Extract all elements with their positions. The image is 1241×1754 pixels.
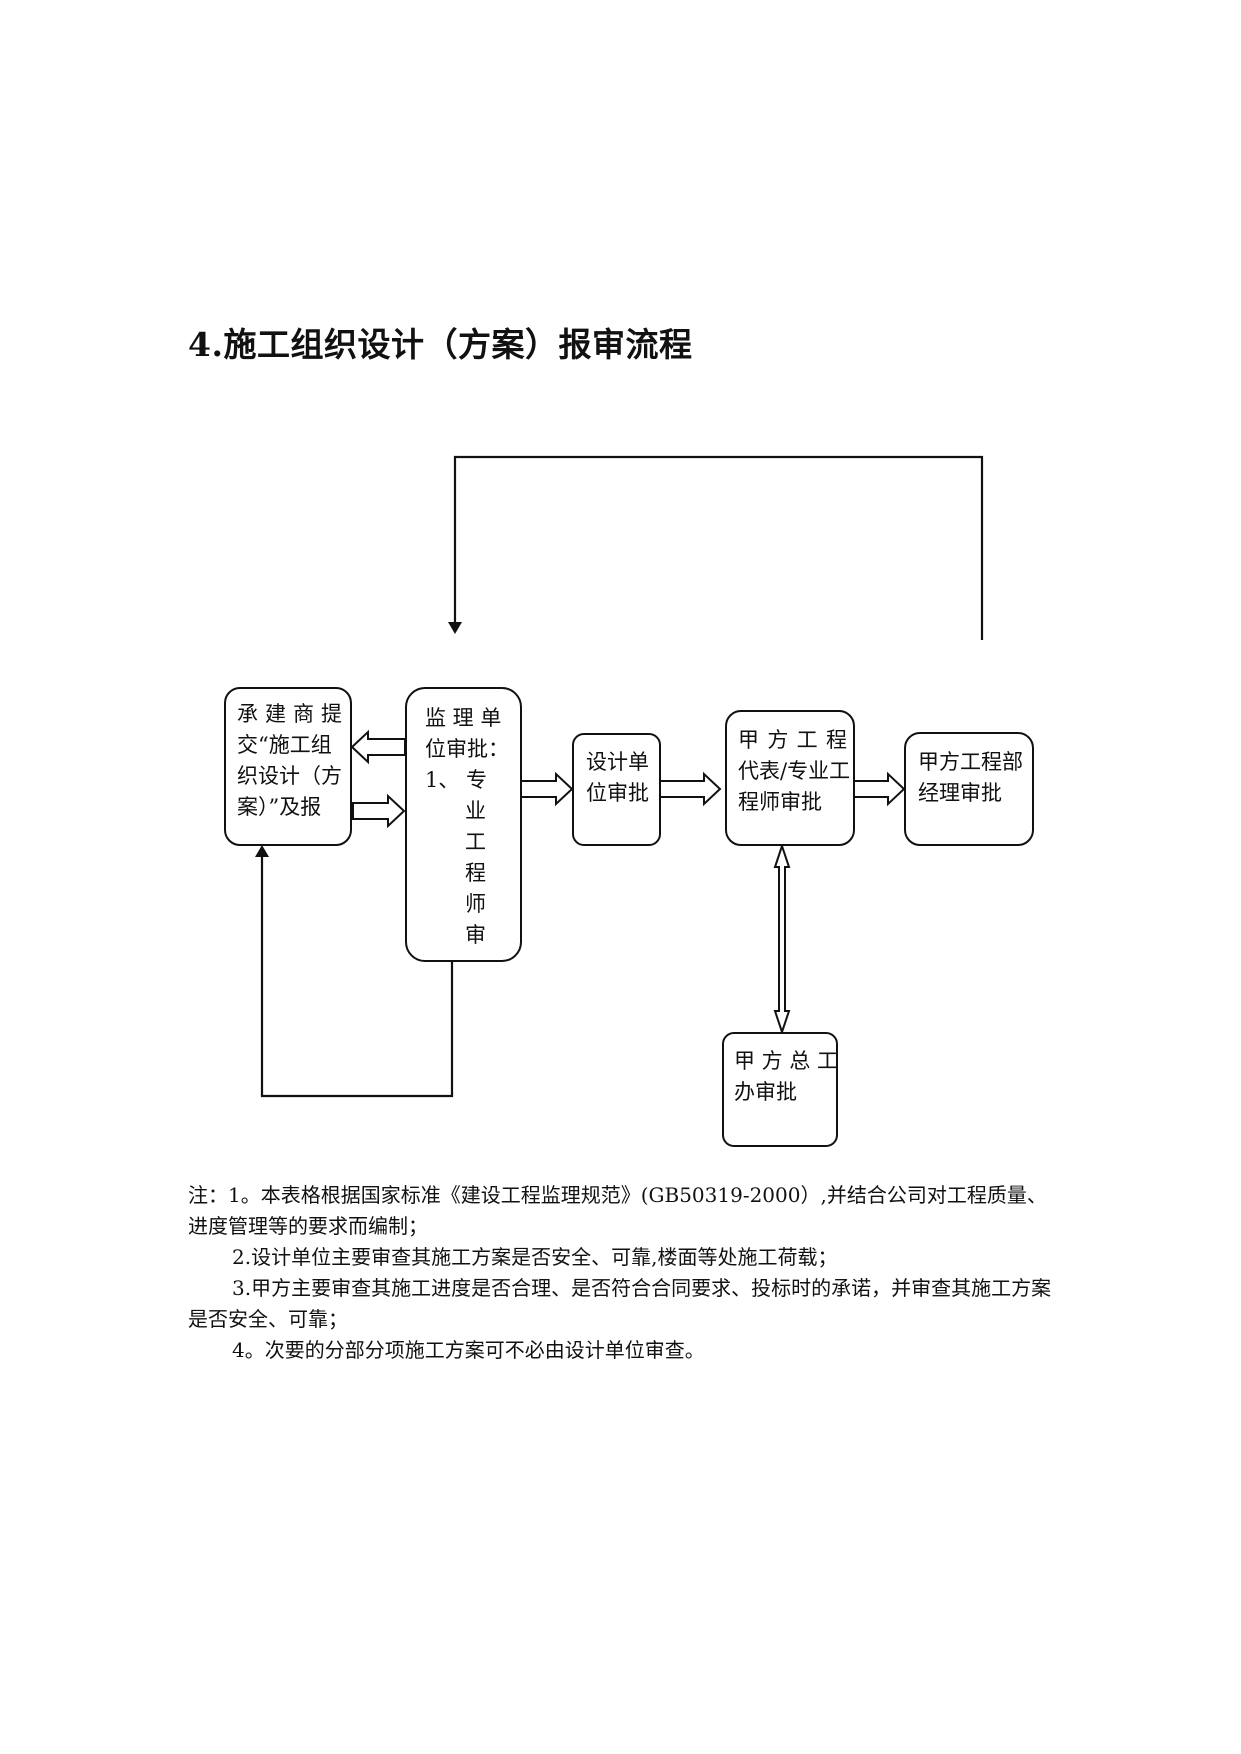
design-unit-box: 设计单 位审批 bbox=[572, 733, 661, 846]
design-unit-line-2: 位审批 bbox=[586, 781, 649, 805]
supervisor-line-2: 位审批： bbox=[425, 737, 509, 761]
supervisor-box: 监 理 单 位审批： 1、 专 业 工 程 师 审 bbox=[405, 687, 522, 962]
supervisor-line-6: 程 bbox=[465, 861, 486, 885]
owner-chief-line-2: 办审批 bbox=[734, 1080, 797, 1104]
contractor-box: 承 建 商 提 交“施工组 织设计（方 案）”及报 bbox=[224, 687, 352, 846]
supervisor-line-3: 1、 专 bbox=[425, 768, 488, 792]
design-unit-line-1: 设计单 bbox=[586, 750, 649, 774]
owner-rep-line-3: 程师审批 bbox=[738, 790, 822, 814]
arrow-supervisor-design bbox=[520, 771, 574, 807]
note-1: 注：1。本表格根据国家标准《建设工程监理规范》(GB50319-2000）,并结… bbox=[188, 1183, 1047, 1238]
supervisor-line-5: 工 bbox=[465, 830, 486, 854]
supervisor-line-7: 师 bbox=[465, 892, 486, 916]
notes-section: 注：1。本表格根据国家标准《建设工程监理规范》(GB50319-2000）,并结… bbox=[188, 1180, 1058, 1366]
page-title: 4.施工组织设计（方案）报审流程 bbox=[188, 325, 693, 364]
arrow-owner-rep-manager bbox=[852, 771, 906, 807]
contractor-line-2: 交“施工组 bbox=[237, 733, 332, 757]
contractor-line-4: 案）”及报 bbox=[237, 795, 322, 819]
owner-chief-line-1: 甲 方 总 工 bbox=[734, 1049, 838, 1073]
owner-rep-box: 甲 方 工 程 代表/专业工 程师审批 bbox=[725, 710, 855, 846]
arrow-owner-rep-chief bbox=[773, 842, 791, 1036]
owner-rep-line-2: 代表/专业工 bbox=[738, 759, 851, 783]
arrow-design-owner-rep bbox=[659, 771, 722, 807]
owner-manager-line-1: 甲方工程部 bbox=[918, 750, 1023, 774]
owner-manager-line-2: 经理审批 bbox=[918, 781, 1002, 805]
supervisor-line-8: 审 bbox=[465, 923, 486, 947]
contractor-line-3: 织设计（方 bbox=[237, 764, 342, 788]
submit-arrow bbox=[352, 793, 406, 829]
owner-rep-line-1: 甲 方 工 程 bbox=[738, 728, 847, 752]
owner-chief-box: 甲 方 总 工 办审批 bbox=[722, 1032, 838, 1147]
loop-top-line bbox=[448, 455, 984, 640]
loop-bottom-line bbox=[255, 845, 454, 1098]
owner-manager-box: 甲方工程部 经理审批 bbox=[904, 732, 1034, 846]
return-arrow bbox=[350, 729, 406, 765]
note-4: 4。次要的分部分项施工方案可不必由设计单位审查。 bbox=[232, 1338, 705, 1362]
contractor-line-1: 承 建 商 提 bbox=[237, 702, 342, 726]
supervisor-line-1: 监 理 单 bbox=[425, 706, 502, 730]
note-2: 2.设计单位主要审查其施工方案是否安全、可靠,楼面等处施工荷载； bbox=[232, 1245, 838, 1269]
supervisor-line-4: 业 bbox=[465, 799, 486, 823]
note-3: 3.甲方主要审查其施工进度是否合理、是否符合合同要求、投标时的承诺，并审查其施工… bbox=[188, 1276, 1052, 1331]
